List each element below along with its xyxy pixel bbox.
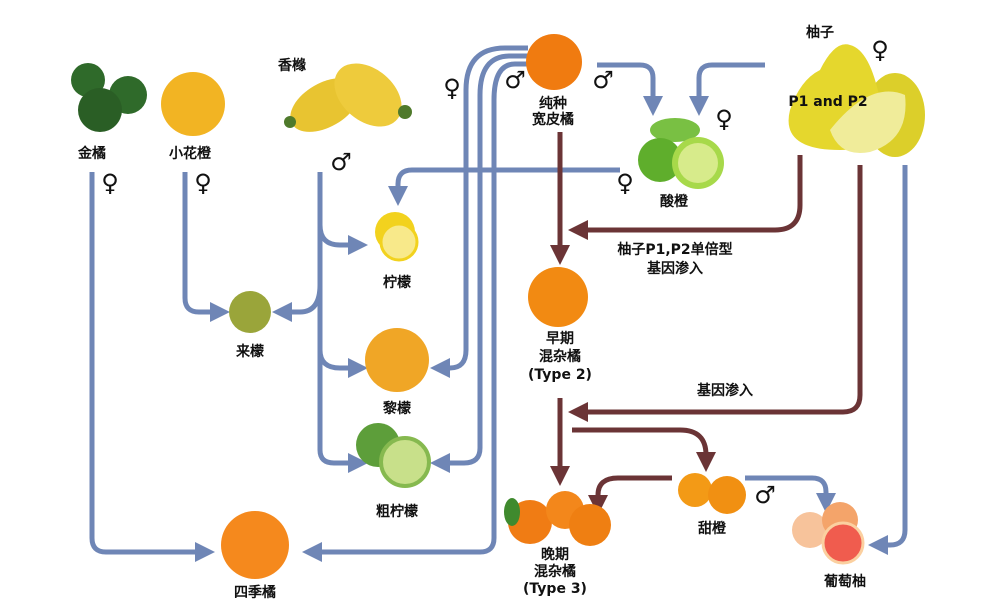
male-symbol-icon: ♂ xyxy=(754,481,776,509)
introgression-edges xyxy=(550,132,863,515)
lemon-image xyxy=(375,212,419,262)
edge-kumquat-calamondin xyxy=(89,172,215,562)
edge-sourorange-lemon xyxy=(388,167,620,206)
edge-pummelo-sourorange xyxy=(689,62,765,116)
female-symbol-icon: ♀ xyxy=(443,74,461,102)
early-hybrid-image xyxy=(528,267,588,327)
haplotype-annotation-2: 基因渗入 xyxy=(647,260,703,277)
edge-sweetorange-late xyxy=(588,475,672,515)
lime-image xyxy=(229,291,271,333)
edge-citron-lime xyxy=(272,284,323,322)
citron-label: 香橼 xyxy=(277,57,306,74)
rangpur-label: 黎檬 xyxy=(383,400,411,417)
kumquat-image xyxy=(71,63,147,132)
maternal-edges xyxy=(89,45,908,562)
edge-mandarin-roughlemon xyxy=(430,53,528,473)
edge-ichang-lime xyxy=(182,172,230,322)
introgression-annotation: 基因渗入 xyxy=(697,382,753,399)
rough-lemon-label: 粗柠檬 xyxy=(376,503,418,520)
edge-mandarin-calamondin xyxy=(302,61,528,562)
mandarin-image xyxy=(526,34,582,90)
sour-orange-image xyxy=(638,118,724,189)
late-hybrid-label-1: 晚期 xyxy=(541,546,569,563)
edge-citron-rangpur xyxy=(317,349,368,378)
female-symbol-icon: ♀ xyxy=(194,169,212,197)
edge-mandarin-rangpur xyxy=(430,45,528,378)
female-symbol-icon: ♀ xyxy=(715,105,733,133)
pummelo-image: P1 and P2 xyxy=(788,44,925,157)
pummelo-label: 柚子 xyxy=(806,24,834,41)
male-symbol-icon: ♂ xyxy=(330,148,352,176)
edge-mandarin-sourorange xyxy=(597,62,663,116)
grapefruit-label: 葡萄柚 xyxy=(823,573,866,590)
edge-pummelo-grapefruit xyxy=(868,165,908,555)
edge-sweetorange-grapefruit xyxy=(745,475,836,513)
edge-pummelo-haplotype xyxy=(568,155,803,240)
calamondin-image xyxy=(221,511,289,579)
early-hybrid-label-3: (Type 2) xyxy=(528,367,592,383)
early-hybrid-label-2: 混杂橘 xyxy=(539,349,581,365)
kumquat-label: 金橘 xyxy=(77,145,106,162)
pummelo-inner-label: P1 and P2 xyxy=(788,94,867,110)
ichang-image xyxy=(161,72,225,136)
sour-orange-label: 酸橙 xyxy=(660,193,689,210)
edge-pummelo-introgression xyxy=(568,165,863,422)
haplotype-annotation-1: 柚子P1,P2单倍型 xyxy=(617,241,732,258)
late-hybrid-label-2: 混杂橘 xyxy=(534,564,576,580)
citron-image xyxy=(284,63,412,132)
late-hybrid-label-3: (Type 3) xyxy=(523,581,587,597)
lemon-label: 柠檬 xyxy=(383,274,411,291)
edge-early-sweetorange xyxy=(572,427,716,472)
male-symbol-icon: ♂ xyxy=(592,66,614,94)
female-symbol-icon: ♀ xyxy=(871,36,889,64)
grapefruit-image xyxy=(792,502,865,565)
calamondin-label: 四季橘 xyxy=(234,584,276,601)
early-hybrid-label-1: 早期 xyxy=(546,331,574,347)
late-hybrid-image xyxy=(504,491,611,546)
rough-lemon-image xyxy=(356,423,431,488)
edge-citron-trunk xyxy=(317,172,368,473)
sweet-orange-label: 甜橙 xyxy=(698,520,727,537)
female-symbol-icon: ♀ xyxy=(101,169,119,197)
female-symbol-icon: ♀ xyxy=(616,169,634,197)
ichang-label: 小花橙 xyxy=(169,145,212,162)
sweet-orange-image xyxy=(678,473,746,514)
rangpur-image xyxy=(365,328,429,392)
mandarin-label-1: 纯种 xyxy=(539,95,567,112)
mandarin-label-2: 宽皮橘 xyxy=(532,111,574,128)
male-symbol-icon: ♂ xyxy=(504,66,526,94)
edge-citron-lemon xyxy=(317,224,368,255)
lime-label: 来檬 xyxy=(235,343,264,360)
